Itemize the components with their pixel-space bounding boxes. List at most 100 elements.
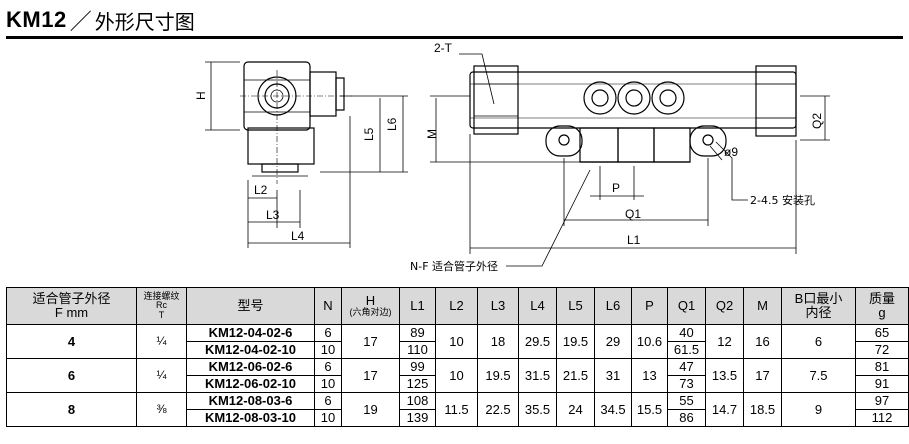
- cell-model: KM12-04-02-10: [186, 341, 315, 359]
- cell-l5: 21.5: [556, 358, 595, 393]
- port-3: [651, 81, 685, 115]
- cell-mass: 81: [855, 358, 909, 376]
- cell-q1: 40: [667, 324, 706, 342]
- cell-p: 15.5: [631, 392, 668, 427]
- col-header-l5: L5: [556, 287, 595, 325]
- cell-l4: 35.5: [518, 392, 557, 427]
- dim-label-Q1: Q1: [625, 207, 641, 221]
- cell-q1: 55: [667, 392, 706, 410]
- dim-label-M: M: [425, 129, 439, 139]
- cell-l2: 11.5: [435, 392, 478, 427]
- page-title-model: KM12: [6, 7, 67, 32]
- cell-model: KM12-04-02-6: [186, 324, 315, 342]
- col-header-q2: Q2: [705, 287, 744, 325]
- table-row: KM12-08-03-10 10 139 86 112: [7, 409, 909, 427]
- side-view: [240, 61, 352, 184]
- mount-hole-label: 2-4.5 安装孔: [750, 193, 815, 207]
- cell-mass: 97: [855, 392, 909, 410]
- cell-l1: 125: [399, 375, 436, 393]
- col-header-b: B口最小内径: [781, 287, 856, 325]
- dim-label-2T: 2-T: [434, 41, 453, 55]
- fitting-1: [579, 127, 619, 163]
- title-bar: KM12 ／ 外形尺寸图: [6, 4, 903, 39]
- cell-l4: 29.5: [518, 324, 557, 359]
- fitting-3: [653, 127, 691, 163]
- left-hex-nut: [473, 65, 519, 135]
- front-view: [469, 65, 797, 163]
- cell-h: 17: [341, 324, 400, 359]
- col-header-n: N: [314, 287, 342, 325]
- dim-label-L2: L2: [254, 183, 268, 197]
- col-header-h: H(六角对边): [341, 287, 400, 325]
- cell-l2: 10: [435, 358, 478, 393]
- cell-q1: 73: [667, 375, 706, 393]
- side-dimensions: [205, 61, 408, 248]
- mount-lug-left: [545, 125, 583, 157]
- cell-n: 10: [314, 341, 342, 359]
- table-row: 4 ¼ KM12-04-02-6 6 17 89 10 18 29.5 19.5…: [6, 324, 909, 359]
- cell-q2: 12: [705, 324, 744, 359]
- cell-l6: 34.5: [594, 392, 632, 427]
- table-row: 6 ¼ KM12-06-02-6 6 17 99 10 19.5 31.5 21…: [6, 358, 909, 393]
- cell-n: 6: [314, 324, 342, 342]
- cell-l3: 18: [477, 324, 519, 359]
- cell-l4: 31.5: [518, 358, 557, 393]
- right-hex-nut: [755, 65, 797, 137]
- cell-h: 17: [341, 358, 400, 393]
- col-header-l3: L3: [477, 287, 519, 325]
- table-row: 8 ⅜ KM12-08-03-6 6 19 108 11.5 22.5 35.5…: [6, 392, 909, 427]
- dim-label-L5: L5: [362, 127, 376, 141]
- title-separator: ／: [69, 10, 92, 35]
- mount-lug-right: [689, 125, 727, 157]
- cell-q1: 61.5: [667, 341, 706, 359]
- cell-l1: 108: [399, 392, 436, 410]
- cell-m: 16: [743, 324, 782, 359]
- port-2: [617, 81, 651, 115]
- fitting-2: [617, 127, 655, 163]
- tube-od-label: N-F 适合管子外径: [410, 259, 498, 273]
- col-header-p: P: [631, 287, 668, 325]
- cell-l6: 29: [594, 324, 632, 359]
- dim-label-L4: L4: [291, 229, 305, 243]
- manifold-body: [469, 71, 797, 129]
- cell-q2: 13.5: [705, 358, 744, 393]
- cell-thread: ¼: [136, 324, 187, 359]
- side-base-block: [247, 127, 315, 165]
- cell-l5: 19.5: [556, 324, 595, 359]
- cell-n: 6: [314, 392, 342, 410]
- cell-n: 6: [314, 358, 342, 376]
- cell-l3: 19.5: [477, 358, 519, 393]
- dim-label-L1: L1: [627, 233, 641, 247]
- cell-tube-od: 6: [6, 358, 137, 393]
- cell-q1: 86: [667, 409, 706, 427]
- cell-p: 10.6: [631, 324, 668, 359]
- cell-b: 6: [781, 324, 856, 359]
- cell-mass: 72: [855, 341, 909, 359]
- cell-model: KM12-08-03-6: [186, 392, 315, 410]
- col-header-l6: L6: [594, 287, 632, 325]
- port-1: [583, 81, 617, 115]
- cell-tube-od: 8: [6, 392, 137, 427]
- col-header-m: M: [743, 287, 782, 325]
- table-row: KM12-06-02-10 10 125 73 91: [7, 375, 909, 393]
- cell-p: 13: [631, 358, 668, 393]
- cell-m: 18.5: [743, 392, 782, 427]
- cell-l1: 99: [399, 358, 436, 376]
- cell-n: 10: [314, 375, 342, 393]
- side-fitting: [309, 71, 337, 117]
- dim-label-L6: L6: [385, 117, 399, 131]
- cell-l5: 24: [556, 392, 595, 427]
- cell-m: 17: [743, 358, 782, 393]
- cell-model: KM12-06-02-6: [186, 358, 315, 376]
- cell-b: 9: [781, 392, 856, 427]
- col-header-l1: L1: [399, 287, 436, 325]
- cell-q2: 14.7: [705, 392, 744, 427]
- col-header-q1: Q1: [667, 287, 706, 325]
- cell-l1: 139: [399, 409, 436, 427]
- cell-mass: 112: [855, 409, 909, 427]
- col-header-model: 型号: [186, 287, 315, 325]
